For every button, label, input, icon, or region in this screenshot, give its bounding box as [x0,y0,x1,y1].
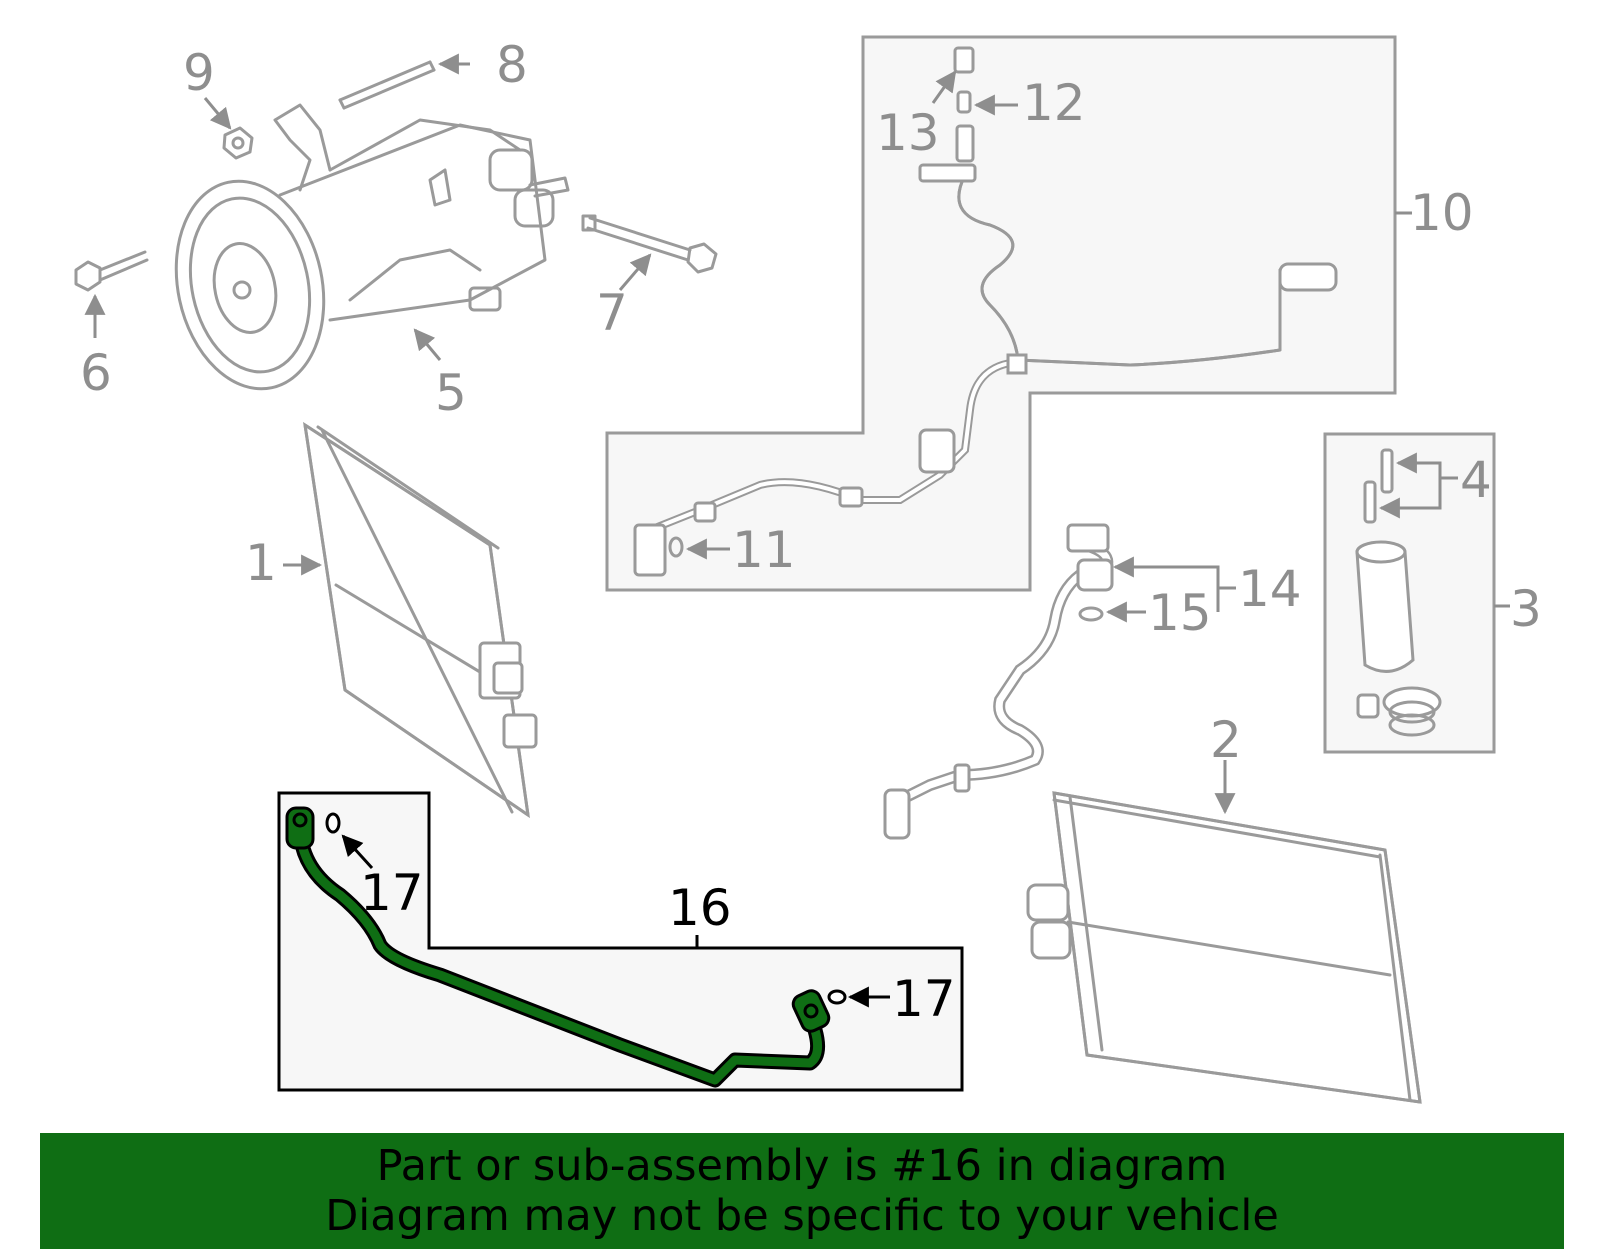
callout-17-left: 17 [360,864,424,922]
bolt-6[interactable] [74,250,149,292]
valve-core-12[interactable] [956,90,972,114]
callout-12: 12 [1022,74,1086,132]
condenser-1[interactable] [303,421,538,819]
plug-4[interactable] [1363,448,1394,524]
condenser-2[interactable] [1026,791,1422,1104]
cap-13[interactable] [953,46,975,74]
callout-4: 4 [1460,451,1492,509]
leader-lines [84,53,1510,1008]
nut-9[interactable] [222,126,254,160]
bolt-7[interactable] [581,214,718,274]
callout-10: 10 [1410,184,1474,242]
callout-9: 9 [183,44,215,102]
o-ring-17-left[interactable] [325,812,341,834]
o-ring-17-right[interactable] [827,989,847,1005]
callout-17-right: 17 [892,970,956,1028]
callout-3: 3 [1510,580,1542,638]
o-ring-11[interactable] [668,536,684,558]
callout-5: 5 [435,364,467,422]
callout-1: 1 [245,534,277,592]
hose-assembly-10[interactable] [633,124,1338,577]
callout-16: 16 [668,879,732,937]
ac-line-16-highlighted[interactable] [285,806,832,1088]
info-banner: Part or sub-assembly is #16 in diagram D… [40,1133,1564,1249]
box-assembly-10 [605,35,1397,592]
callout-2: 2 [1210,711,1242,769]
hose-14[interactable] [883,523,1114,840]
banner-line-1: Part or sub-assembly is #16 in diagram [376,1141,1228,1191]
callout-6: 6 [80,344,112,402]
callout-11: 11 [732,521,796,579]
banner-line-2: Diagram may not be specific to your vehi… [325,1191,1279,1241]
callout-13: 13 [876,104,940,162]
callout-8: 8 [496,36,528,94]
compressor-part[interactable] [158,103,570,403]
stud-bolt-8[interactable] [338,60,436,110]
callout-14: 14 [1238,560,1302,618]
receiver-drier-3[interactable] [1355,540,1442,737]
box-assembly-16 [277,791,964,1092]
callout-7: 7 [596,284,628,342]
o-ring-15[interactable] [1078,606,1104,622]
callout-15: 15 [1148,584,1212,642]
